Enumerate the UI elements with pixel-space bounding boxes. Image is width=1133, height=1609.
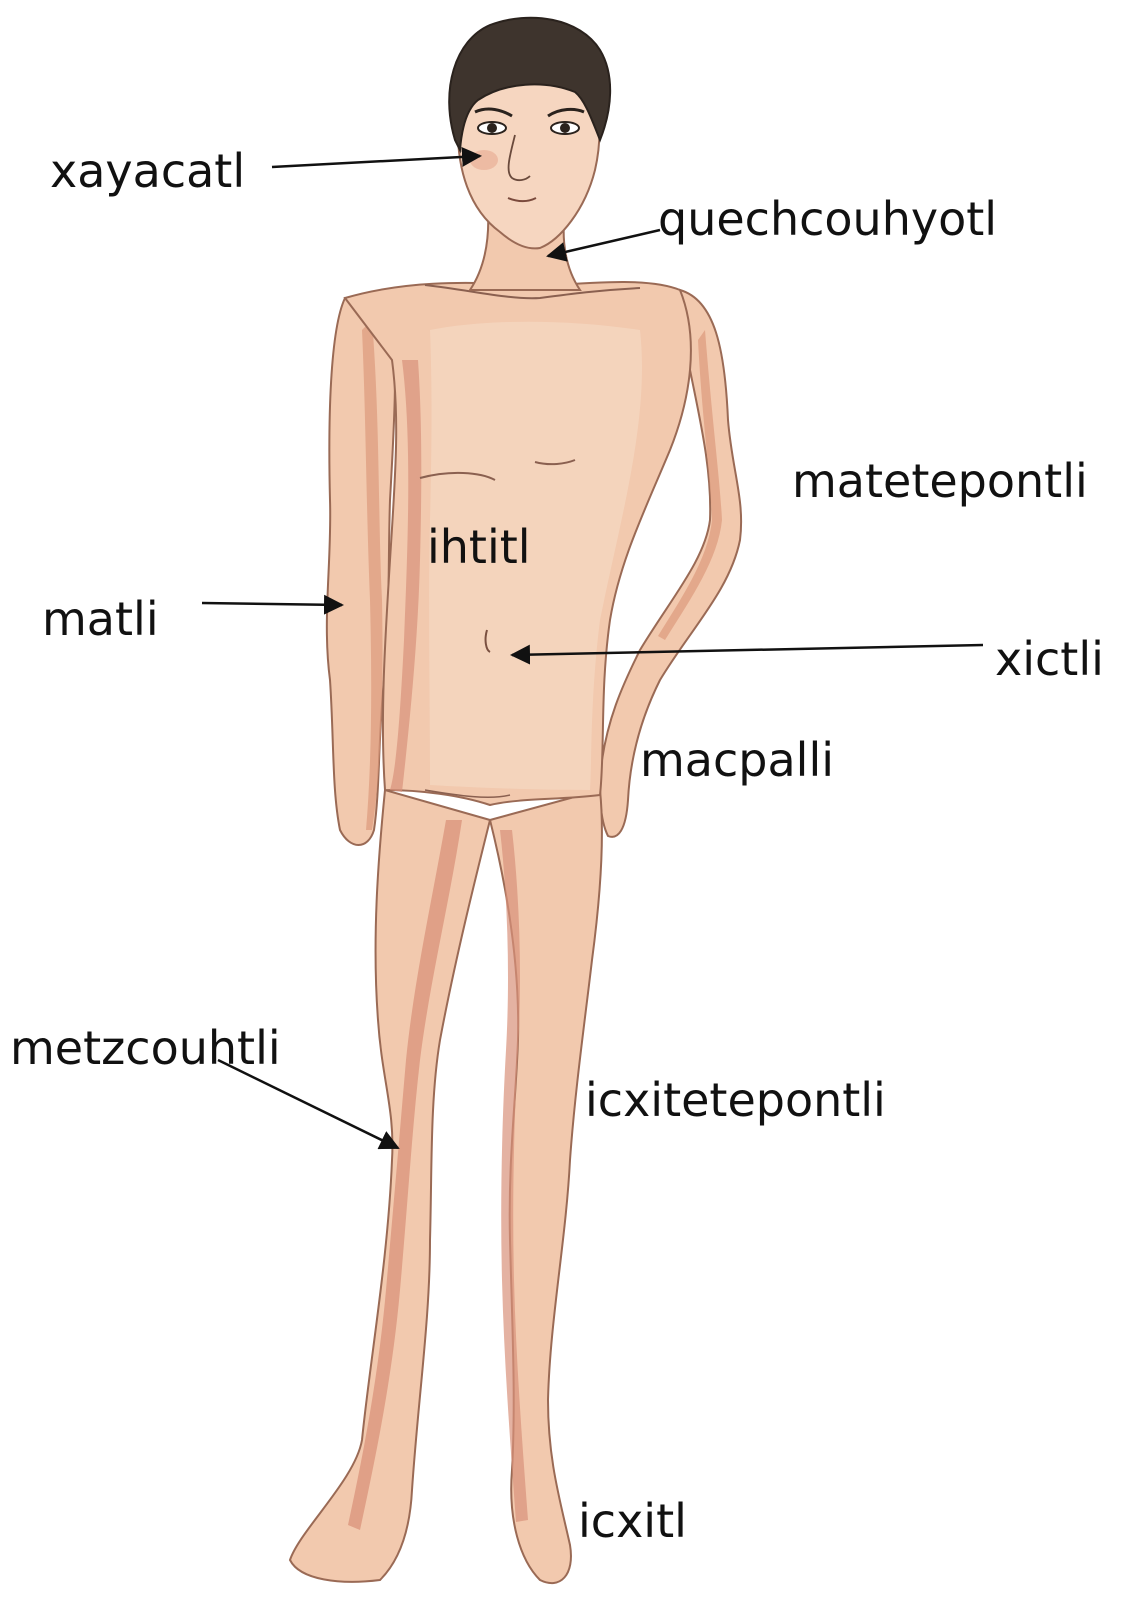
left-leg xyxy=(290,790,490,1582)
cheek-blush xyxy=(470,150,498,170)
label-quechcouhyotl: quechcouhyotl xyxy=(658,196,997,242)
label-icxitl: icxitl xyxy=(578,1498,687,1544)
label-matetepontli: matetepontli xyxy=(792,458,1088,504)
xayacatl-arrow xyxy=(272,156,480,167)
left-pupil xyxy=(487,123,497,133)
label-macpalli: macpalli xyxy=(640,737,834,783)
label-metzcouhtli: metzcouhtli xyxy=(10,1025,281,1071)
label-xayacatl: xayacatl xyxy=(50,148,245,194)
label-ihtitl: ihtitl xyxy=(427,524,531,570)
right-pupil xyxy=(560,123,570,133)
label-xictli: xictli xyxy=(995,636,1104,682)
label-matli: matli xyxy=(42,596,159,642)
label-icxitetepontli: icxitetepontli xyxy=(585,1077,886,1123)
matli-arrow xyxy=(202,603,342,605)
human-figure-illustration xyxy=(290,18,741,1583)
